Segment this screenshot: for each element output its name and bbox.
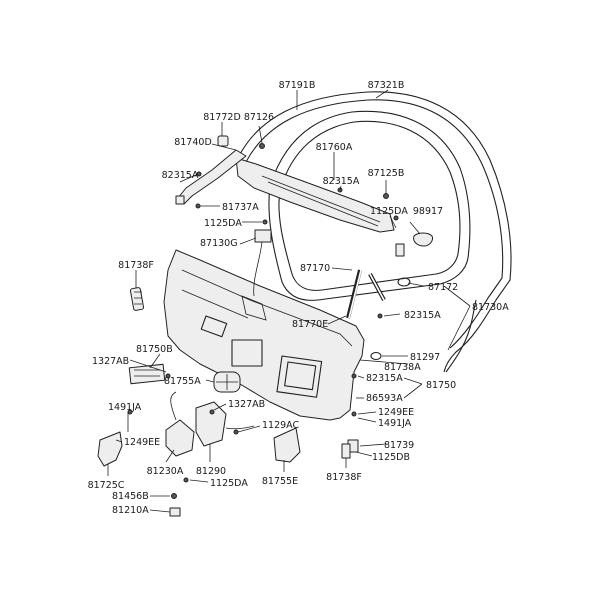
label-87125B: 87125B <box>368 168 405 179</box>
label-81770E: 81770E <box>292 319 328 330</box>
label-1491JA-right: 1491JA <box>378 418 412 429</box>
label-81456B: 81456B <box>112 491 149 502</box>
bracket-87130G <box>254 229 272 243</box>
label-87170: 87170 <box>300 263 330 274</box>
label-87172: 87172 <box>428 282 458 293</box>
label-82315A-lower-right: 82315A <box>366 373 403 384</box>
connector-81782 <box>395 243 405 257</box>
label-81210A: 81210A <box>112 505 149 516</box>
lift-strut-87170 <box>346 269 386 319</box>
label-1125DA-upper-right: 1125DA <box>370 206 408 217</box>
side-weatherstrip-81730A <box>445 299 477 373</box>
label-81755A: 81755A <box>164 376 201 387</box>
label-81738F-left: 81738F <box>118 260 154 271</box>
pad-81738F <box>129 287 145 311</box>
label-81738A: 81738A <box>384 362 421 373</box>
label-81730A: 81730A <box>472 302 509 313</box>
part-number-labels: 87191B 87321B 81772D 87126 81740D 82315A… <box>88 80 510 516</box>
clip-81772D <box>217 135 229 147</box>
bracket-81725C <box>97 431 123 467</box>
label-81750B: 81750B <box>136 344 173 355</box>
label-81738F-bottom: 81738F <box>326 472 362 483</box>
label-81772D: 81772D <box>203 112 241 123</box>
label-98917: 98917 <box>413 206 443 217</box>
label-1327AB-left: 1327AB <box>92 356 129 367</box>
label-81739: 81739 <box>384 440 414 451</box>
label-1125DA-bottom: 1125DA <box>210 478 248 489</box>
label-81755E: 81755E <box>262 476 298 487</box>
window-98917 <box>413 232 433 247</box>
cover-81755E <box>273 427 301 463</box>
label-81750: 81750 <box>426 380 456 391</box>
label-87191B: 87191B <box>279 80 316 91</box>
clip-81737A <box>175 195 185 205</box>
door-panel-trim-81750 <box>163 249 365 421</box>
label-86593A: 86593A <box>366 393 403 404</box>
label-87321B: 87321B <box>368 80 405 91</box>
bumper-81738F <box>341 443 351 459</box>
small-parts <box>97 135 433 517</box>
label-81290: 81290 <box>196 466 226 477</box>
label-1125DB: 1125DB <box>372 452 410 463</box>
label-1125DA-upper-left: 1125DA <box>204 218 242 229</box>
label-82315A-upper-center: 82315A <box>323 176 360 187</box>
label-81740D: 81740D <box>174 137 212 148</box>
label-87130G: 87130G <box>200 238 238 249</box>
label-1249EE-right: 1249EE <box>378 407 414 418</box>
label-81230A: 81230A <box>147 466 184 477</box>
upper-trim-81760A <box>235 157 395 233</box>
label-82315A-right: 82315A <box>404 310 441 321</box>
label-1249EE-left: 1249EE <box>124 437 160 448</box>
label-82315A-upper-left: 82315A <box>162 170 199 181</box>
label-81760A: 81760A <box>316 142 353 153</box>
handle-81750B <box>128 363 166 385</box>
latch-81230A <box>165 419 195 457</box>
label-1491JA-left: 1491JA <box>108 402 142 413</box>
label-81297: 81297 <box>410 352 440 363</box>
label-1129AC: 1129AC <box>262 420 300 431</box>
leader-lines <box>107 89 471 513</box>
label-1327AB-center: 1327AB <box>228 399 265 410</box>
label-87126: 87126 <box>244 112 274 123</box>
label-81737A: 81737A <box>222 202 259 213</box>
tailgate-glass-frame-87191B <box>268 110 471 301</box>
actuator-81290 <box>195 401 227 447</box>
label-81725C: 81725C <box>88 480 125 491</box>
weatherstrip-seal-87321B <box>237 91 512 373</box>
